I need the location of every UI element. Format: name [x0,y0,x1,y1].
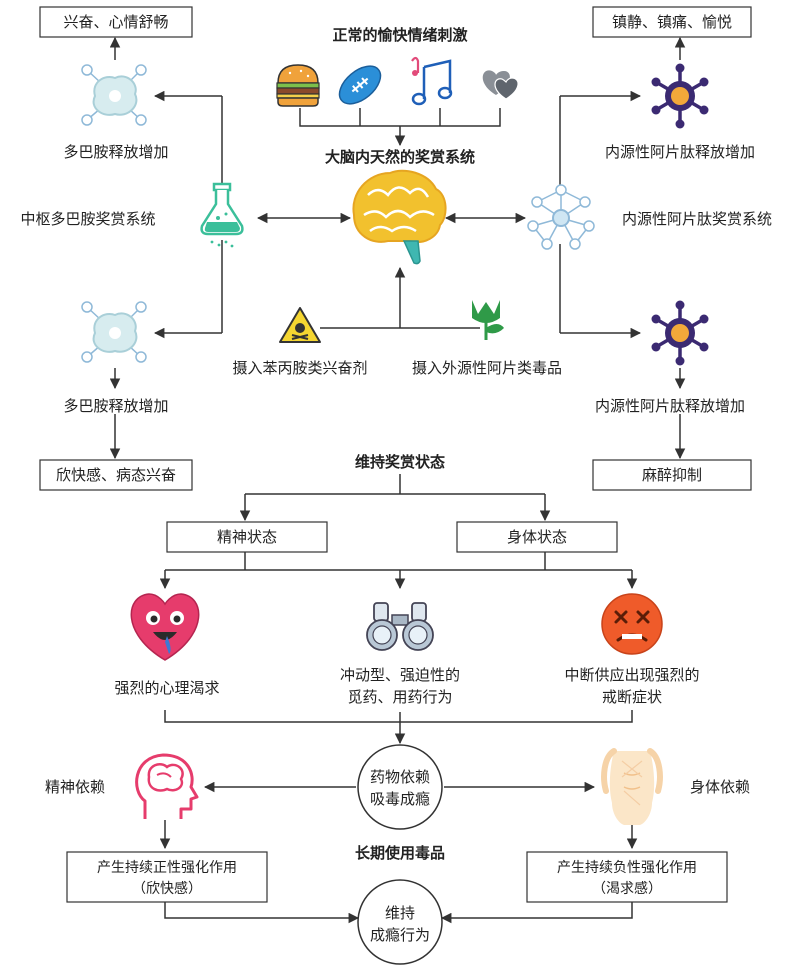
mental-dependence-label: 精神依赖 [45,778,105,796]
hearts-icon [482,70,519,100]
body-torso-icon [601,748,663,825]
maintain-reward-title: 维持奖赏状态 [355,453,445,471]
negative-reinforcement-box: 产生持续负性强化作用 （渴求感） [526,851,728,903]
top-stimulus-title: 正常的愉快情绪刺激 [332,26,468,44]
sick-face-icon [601,593,663,655]
right-top-box-label: 镇静、镇痛、愉悦 [612,13,732,31]
head-brain-icon [135,753,199,819]
right-system-label: 内源性阿片肽奖赏系统 [622,210,772,228]
dopamine-cell-top-icon [81,64,147,126]
left-top-box-label: 兴奋、心情舒畅 [63,13,168,31]
dopamine-cell-bottom-icon [81,301,147,363]
right-release-top-label: 内源性阿片肽释放增加 [605,143,755,161]
football-icon [338,65,382,105]
positive-reinforcement-line1: 产生持续正性强化作用 [97,859,237,876]
left-bottom-box: 欣快感、病态兴奋 [39,459,193,491]
negative-reinforcement-line1: 产生持续负性强化作用 [557,859,697,876]
left-top-box: 兴奋、心情舒畅 [39,6,193,38]
positive-reinforcement-box: 产生持续正性强化作用 （欣快感） [66,851,268,903]
left-bottom-box-label: 欣快感、病态兴奋 [56,466,176,484]
mental-state-box: 精神状态 [166,521,328,553]
left-release-top-label: 多巴胺释放增加 [63,143,168,161]
withdrawal-label-line1: 中断供应出现强烈的 [564,666,699,684]
music-note-icon [411,56,453,106]
poppy-plant-icon [472,300,504,340]
final-line1: 维持 [385,904,415,922]
seeking-label-line2: 觅药、用药行为 [347,688,452,706]
final-addiction-node: 维持 成瘾行为 [357,879,443,965]
center-line1: 药物依赖 [370,768,430,786]
physical-state-label: 身体状态 [507,528,567,546]
center-dependence-node: 药物依赖 吸毒成瘾 [357,744,443,830]
long-term-use-title: 长期使用毒品 [355,844,445,862]
burger-icon [276,64,320,107]
flask-icon [200,182,244,248]
right-top-box: 镇静、镇痛、愉悦 [592,6,752,38]
right-bottom-box-label: 麻醉抑制 [642,466,702,484]
right-release-bottom-label: 内源性阿片肽释放增加 [595,397,745,415]
binoculars-icon [366,602,434,651]
left-system-label: 中枢多巴胺奖赏系统 [20,210,155,228]
positive-reinforcement-line2: （欣快感） [132,880,202,897]
right-bottom-box: 麻醉抑制 [592,459,752,491]
mental-state-label: 精神状态 [217,528,277,546]
neuron-network-icon [527,184,595,250]
physical-dependence-label: 身体依赖 [690,778,750,796]
seeking-label-line1: 冲动型、强迫性的 [340,666,460,684]
opioid-molecule-bottom-icon [651,300,709,366]
brain-reward-title: 大脑内天然的奖赏系统 [325,148,475,166]
heart-face-icon [130,593,200,661]
opiate-label: 摄入外源性阿片类毒品 [412,359,562,377]
withdrawal-label-line2: 戒断症状 [602,688,662,706]
negative-reinforcement-line2: （渴求感） [592,880,662,897]
left-release-bottom-label: 多巴胺释放增加 [63,397,168,415]
physical-state-box: 身体状态 [456,521,618,553]
final-line2: 成瘾行为 [370,926,430,944]
toxic-warning-icon [279,307,321,343]
brain-icon [352,169,447,265]
stimulant-label: 摄入苯丙胺类兴奋剂 [232,359,367,377]
center-line2: 吸毒成瘾 [370,790,430,808]
connectors [109,36,686,924]
craving-label: 强烈的心理渴求 [114,679,219,697]
opioid-molecule-top-icon [651,63,709,129]
